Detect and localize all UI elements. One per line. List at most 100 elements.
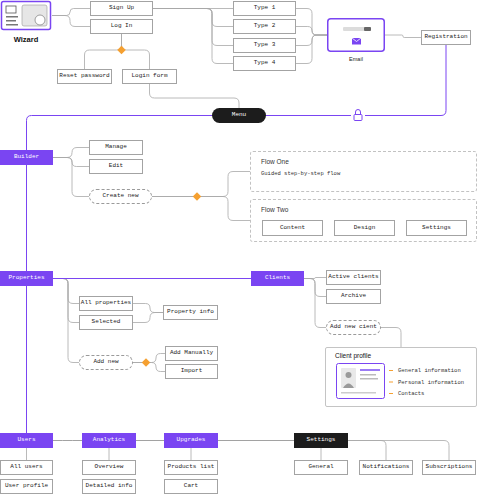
connector: [133, 313, 163, 323]
box-label: Sign Up: [109, 5, 134, 12]
section-box: Properties: [0, 271, 53, 286]
connector: [152, 172, 250, 197]
process-box: Archive: [326, 289, 381, 304]
wizard-frame: [2, 2, 51, 30]
connector: [53, 279, 79, 304]
process-box: Type 4: [233, 56, 296, 71]
box-label: Design: [354, 225, 376, 232]
process-box: Subscriptions: [422, 460, 476, 475]
connector: [296, 35, 327, 64]
connector: [153, 9, 233, 27]
box-label: Cart: [184, 483, 198, 490]
box-label: All users: [10, 464, 42, 471]
connector: [150, 84, 240, 108]
wizard-illustration: [2, 2, 51, 30]
connector: [53, 278, 251, 279]
connector: [53, 279, 79, 363]
box-label: Archive: [341, 293, 366, 300]
process-box: Overview: [82, 460, 136, 475]
connector: [296, 27, 327, 36]
box-label: Reset password: [59, 73, 109, 80]
caption-label: Email: [327, 56, 385, 62]
connector: [136, 440, 164, 441]
box-label: Add Manually: [170, 350, 213, 357]
flow-group: Flow TwoContentDesignSettings: [250, 199, 477, 242]
box-label: Active clients: [328, 274, 378, 281]
box-label: Products list: [168, 464, 215, 471]
box-label: Upgrades: [177, 437, 206, 444]
profile-field: General information: [398, 368, 461, 374]
process-box: All properties: [79, 296, 133, 311]
connector: [26, 165, 27, 271]
connector: [133, 363, 165, 372]
box-label: Analytics: [93, 437, 125, 444]
wizard-panel: [6, 6, 16, 13]
lock-background: [351, 109, 365, 123]
box-label: Registration: [424, 34, 467, 41]
box-label: All properties: [81, 300, 131, 307]
box-label: Edit: [109, 163, 123, 170]
connector: [296, 35, 327, 46]
client-profile-card: Client profileGeneral informationPersona…: [325, 347, 477, 407]
connector: [53, 440, 82, 441]
email-field-tip: [364, 27, 371, 31]
box-label: Users: [17, 437, 35, 444]
process-box: Type 3: [233, 38, 296, 53]
envelope-icon: [352, 38, 361, 45]
connector: [27, 116, 213, 151]
process-box: Edit: [89, 159, 143, 174]
profile-heading: Client profile: [335, 352, 371, 359]
box-label: Subscriptions: [426, 464, 473, 471]
section-box: Builder: [0, 150, 53, 165]
box-label: Property info: [167, 309, 214, 316]
connector: [109, 448, 110, 460]
box-label: Selected: [92, 319, 121, 326]
connector: [321, 448, 322, 460]
process-box: Log In: [90, 19, 153, 34]
process-box: All users: [0, 460, 53, 475]
connector: [133, 354, 165, 363]
box-label: Properties: [8, 275, 44, 282]
wizard-line: [6, 24, 18, 26]
connector: [218, 440, 294, 441]
process-box: Property info: [163, 305, 218, 320]
connector: [122, 34, 150, 69]
connector: [85, 34, 122, 69]
connector: [52, 9, 90, 16]
group-description: Guided step-by-step flow: [261, 171, 340, 177]
connector: [153, 9, 233, 46]
box-label: Login form: [131, 73, 167, 80]
group-heading: Flow Two: [261, 206, 288, 213]
process-box: Active clients: [326, 270, 381, 285]
process-box: Login form: [122, 69, 177, 84]
box-label: Builder: [14, 154, 39, 161]
connector: [385, 35, 421, 38]
section-box: Upgrades: [164, 433, 218, 448]
email-card: Email: [327, 18, 385, 52]
connector: [348, 441, 386, 461]
envelope-flap: [352, 38, 361, 42]
section-box: Clients: [251, 271, 304, 286]
decision-diamond: [117, 46, 125, 54]
profile-field: Personal information: [398, 380, 464, 386]
process-box: Cart: [164, 479, 218, 494]
process-box: Content: [262, 220, 323, 236]
action-pill: Add new cient: [326, 320, 381, 335]
profile-field: Contacts: [398, 391, 424, 397]
box-label: Type 2: [254, 23, 276, 30]
box-label: Content: [280, 225, 305, 232]
box-label: Clients: [265, 275, 290, 282]
process-box: Type 1: [233, 1, 296, 16]
email-field: [343, 27, 371, 31]
action-pill: Add new: [79, 355, 133, 370]
box-label: General: [308, 464, 333, 471]
flow-group: Flow OneGuided step-by-step flow: [250, 151, 477, 192]
connector: [381, 328, 401, 348]
section-box: Users: [0, 433, 53, 448]
process-box: Design: [334, 220, 395, 236]
section-box-dark: Settings: [294, 433, 348, 448]
process-box: Products list: [164, 460, 218, 475]
box-label: Detailed info: [86, 483, 133, 490]
connector: [348, 441, 449, 461]
process-box: User profile: [0, 479, 53, 494]
